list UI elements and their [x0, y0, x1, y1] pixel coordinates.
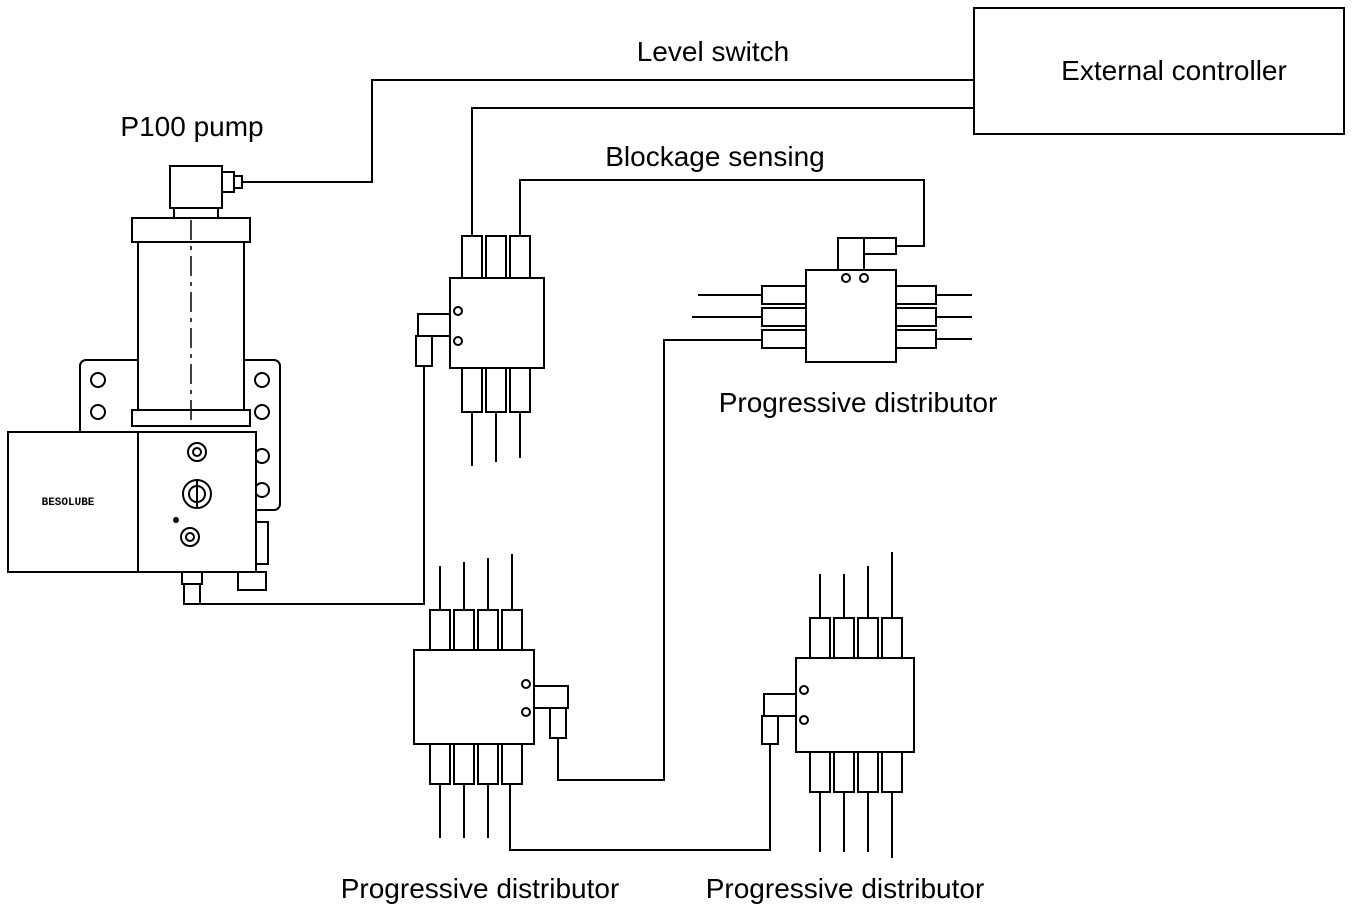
- pump-motor-housing: [7, 431, 141, 573]
- dbr-top-fitting-2: [833, 617, 855, 659]
- dbl-bottom-fitting-1: [429, 743, 451, 785]
- dtl-inlet-elbow-stem: [415, 335, 433, 367]
- dtr-right-fitting-1: [895, 285, 937, 305]
- dtl-inlet-elbow: [417, 313, 451, 337]
- dtl-top-fitting-2: [485, 235, 507, 279]
- pump-connector-tip: [233, 175, 243, 189]
- pump-port-1-inner: [192, 447, 202, 457]
- dtl-hole-2: [453, 336, 463, 346]
- dbr-hole-2: [799, 715, 809, 725]
- pump-outlet-pipe: [192, 366, 425, 605]
- dtr-hole-2: [859, 273, 869, 283]
- distributor-bottom-left-body: [413, 649, 535, 745]
- dtl-bottom-fitting-1: [461, 367, 483, 413]
- dbl-hole-1: [521, 679, 531, 689]
- dbl-side-elbow: [533, 685, 569, 709]
- distributor-bottom-right-body: [795, 657, 915, 753]
- dtr-sensor-elbow: [837, 237, 865, 271]
- controller-to-distributor-wire: [471, 107, 974, 236]
- distributor-link-pipe-1: [557, 339, 762, 781]
- dbr-bottom-fitting-2: [833, 751, 855, 793]
- level-switch-wire: [242, 79, 974, 183]
- dtr-right-fitting-2: [895, 307, 937, 327]
- dbr-bottom-fitting-3: [857, 751, 879, 793]
- dbr-hole-1: [799, 685, 809, 695]
- controller-box: [973, 7, 1345, 135]
- pump-indicator-dot: [173, 517, 179, 523]
- pump-port-3-inner: [185, 532, 195, 542]
- dtr-hole-1: [841, 273, 851, 283]
- dbr-side-elbow-stem: [761, 715, 779, 745]
- bracket-hole-1: [90, 372, 106, 388]
- pump-connector-plug: [221, 171, 235, 193]
- distributor-bottom-right: [761, 552, 915, 858]
- pump-outlet-nut: [183, 583, 201, 605]
- dbr-side-elbow: [763, 693, 797, 717]
- dbr-top-fitting-3: [857, 617, 879, 659]
- pump-outlet-fitting: [181, 571, 203, 585]
- pump-port-1: [187, 442, 207, 462]
- dtl-top-fitting-3: [509, 235, 531, 279]
- dtr-left-fitting-1: [761, 285, 807, 305]
- p100-pump: BESOLUBE: [7, 165, 281, 605]
- pump-port-3: [180, 527, 200, 547]
- pump-connector-base: [173, 207, 219, 219]
- bracket-hole-2: [90, 404, 106, 420]
- dbl-top-fitting-3: [477, 609, 499, 651]
- connections: [192, 79, 974, 851]
- dtl-hole-1: [453, 306, 463, 316]
- distributor-link-pipe-2: [509, 717, 771, 851]
- bracket-hole-3: [254, 372, 270, 388]
- external-controller-label: External controller: [1061, 55, 1287, 86]
- pump-drain-fitting: [237, 571, 267, 591]
- dtl-bottom-fitting-2: [485, 367, 507, 413]
- level-switch-label: Level switch: [637, 36, 790, 67]
- distributor-bottom-left: [413, 554, 569, 838]
- distributor-bottom-right-label: Progressive distributor: [706, 873, 985, 904]
- distributor-top-left: [415, 235, 545, 466]
- dbl-top-fitting-1: [429, 609, 451, 651]
- dbl-hole-2: [521, 707, 531, 717]
- dtr-right-fitting-3: [895, 329, 937, 349]
- dbl-side-elbow-stem: [549, 707, 567, 739]
- dtl-bottom-fitting-3: [509, 367, 531, 413]
- dtr-sensor-elbow-arm: [863, 237, 897, 255]
- distributor-top-right: [692, 237, 972, 363]
- blockage-sensing-label: Blockage sensing: [605, 141, 824, 172]
- pump-label: P100 pump: [120, 111, 263, 142]
- dtr-left-fitting-3: [761, 329, 807, 349]
- dbr-bottom-fitting-4: [881, 751, 903, 793]
- dbl-bottom-fitting-3: [477, 743, 499, 785]
- dbl-top-fitting-4: [501, 609, 523, 651]
- distributor-top-right-label: Progressive distributor: [719, 387, 998, 418]
- dbr-top-fitting-4: [881, 617, 903, 659]
- external-controller: External controller: [973, 7, 1345, 135]
- distributor-top-left-body: [449, 277, 545, 369]
- pump-side-tab: [255, 521, 269, 565]
- distributor-top-right-body: [805, 269, 897, 363]
- dbr-bottom-fitting-1: [809, 751, 831, 793]
- bracket-hole-4: [254, 404, 270, 420]
- dtr-left-fitting-2: [761, 307, 807, 327]
- pump-connector: [169, 165, 223, 209]
- dbl-top-fitting-2: [453, 609, 475, 651]
- dtl-top-fitting-1: [461, 235, 483, 279]
- blockage-sensing-wire: [519, 179, 925, 247]
- dbl-bottom-fitting-4: [501, 743, 523, 785]
- dbl-bottom-fitting-2: [453, 743, 475, 785]
- dbr-top-fitting-1: [809, 617, 831, 659]
- pump-logo-text: BESOLUBE: [42, 497, 95, 509]
- distributor-bottom-left-label: Progressive distributor: [341, 873, 620, 904]
